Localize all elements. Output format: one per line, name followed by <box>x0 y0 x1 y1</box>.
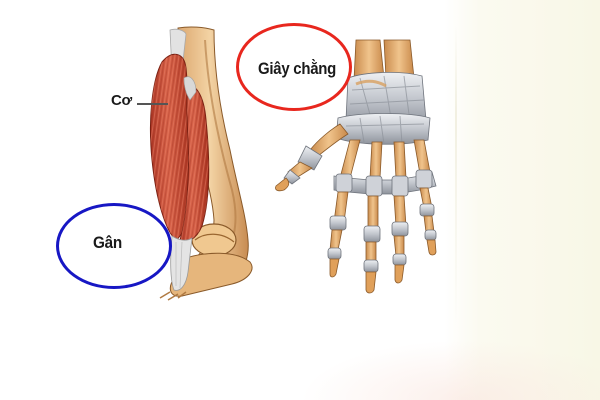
hand-skeleton-illustration <box>275 39 437 294</box>
tendon-label: Gân <box>93 233 122 252</box>
muscle-leader-line <box>137 103 168 105</box>
ligament-callout-circle <box>236 23 352 111</box>
tendon-callout-circle <box>56 203 172 289</box>
muscle-label: Cơ <box>111 92 132 109</box>
background-edge <box>455 25 457 325</box>
ligament-label: Giây chằng <box>258 59 337 78</box>
background-tint <box>300 340 600 400</box>
arm-illustration <box>149 26 253 301</box>
